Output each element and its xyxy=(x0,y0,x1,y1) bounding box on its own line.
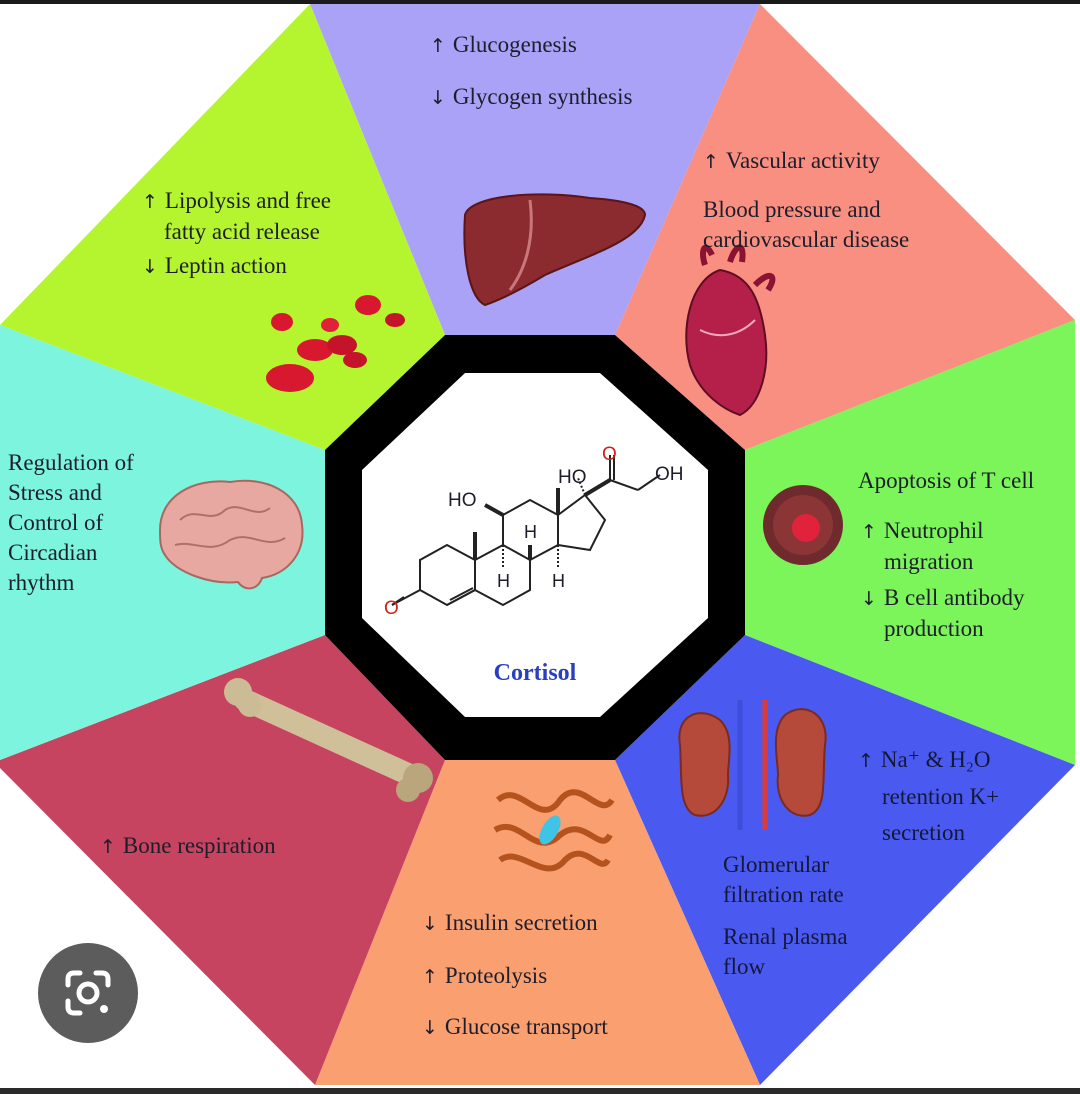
segment-right-text: Apoptosis of T cell Neutrophil migration… xyxy=(858,466,1034,644)
left-line-4: Circadian xyxy=(8,540,98,565)
segment-bottom-left-text: Bone respiration xyxy=(100,831,276,862)
protein-icon xyxy=(493,789,615,872)
left-line-1: Regulation of xyxy=(8,450,134,475)
google-lens-icon xyxy=(65,970,111,1016)
segment-bottom-right-text-b: Glomerular filtration rate Renal plasma … xyxy=(723,850,848,982)
left-line-3: Control of xyxy=(8,510,104,535)
cortisol-h1-label: H xyxy=(524,522,537,542)
bottom-right-line-6: Renal plasma xyxy=(723,924,848,949)
cortisol-h2-label: H xyxy=(497,571,510,591)
right-line-4: B cell antibody xyxy=(861,583,1034,614)
t-cell-icon xyxy=(763,485,843,565)
kidney-icon xyxy=(678,700,827,830)
google-lens-button[interactable] xyxy=(38,943,138,1043)
center-title: Cortisol xyxy=(493,660,577,686)
cortisol-structure xyxy=(391,455,661,607)
bottom-line-2: Proteolysis xyxy=(422,961,608,992)
top-right-line-1: Vascular activity xyxy=(703,146,909,177)
bottom-right-line-7: flow xyxy=(723,954,766,979)
segment-bottom-right-text-a: Na⁺ & H₂O retention K+ secretion xyxy=(858,745,999,848)
top-left-line-3: Leptin action xyxy=(142,251,331,282)
top-right-line-3: cardiovascular disease xyxy=(703,227,910,252)
center-octagon-fill xyxy=(362,373,708,717)
top-right-line-2: Blood pressure and xyxy=(703,197,881,222)
cortisol-h3-label: H xyxy=(552,571,565,591)
right-line-5: production xyxy=(884,616,984,641)
segment-bottom-text: Insulin secretion Proteolysis Glucose tr… xyxy=(422,908,608,1043)
segment-top-left-text: Lipolysis and free fatty acid release Le… xyxy=(142,186,331,282)
left-line-2: Stress and xyxy=(8,480,102,505)
heart-icon xyxy=(685,244,776,417)
right-line-1: Apoptosis of T cell xyxy=(858,468,1035,493)
left-line-5: rhythm xyxy=(8,570,75,595)
bottom-left-line-1: Bone respiration xyxy=(100,831,276,862)
top-left-line-1: Lipolysis and free xyxy=(142,186,331,217)
top-line-1: Glucogenesis xyxy=(430,30,632,61)
segment-top xyxy=(310,4,760,335)
bottom-right-line-3: secretion xyxy=(882,820,966,845)
segment-left-text: Regulation of Stress and Control of Circ… xyxy=(8,448,134,598)
bottom-line-1: Insulin secretion xyxy=(422,908,608,939)
red-blood-cells-icon xyxy=(266,295,405,392)
cortisol-ho2-label: HO xyxy=(558,467,587,488)
brain-icon xyxy=(158,479,304,590)
bone-icon xyxy=(224,678,433,802)
segment-top-right-text: Vascular activity Blood pressure and car… xyxy=(703,146,909,255)
top-border xyxy=(0,0,1080,4)
right-line-3: migration xyxy=(884,549,974,574)
bottom-border xyxy=(0,1088,1080,1094)
bottom-right-line-1: Na⁺ & H₂O xyxy=(858,745,999,776)
cortisol-o-left-label: O xyxy=(384,598,399,619)
cortisol-o-top-label: O xyxy=(602,444,617,465)
cortisol-oh-label: OH xyxy=(655,464,684,485)
top-left-line-2: fatty acid release xyxy=(164,219,320,244)
top-line-2: Glycogen synthesis xyxy=(430,82,633,113)
liver-icon xyxy=(463,193,647,307)
bottom-right-line-2: retention K+ xyxy=(882,784,1000,809)
bottom-line-3: Glucose transport xyxy=(422,1012,608,1043)
segment-top-text: Glucogenesis Glycogen synthesis xyxy=(430,30,633,113)
right-line-2: Neutrophil xyxy=(861,516,1034,547)
bottom-right-line-5: filtration rate xyxy=(723,882,844,907)
cortisol-ho-label: HO xyxy=(448,490,477,511)
bottom-right-line-4: Glomerular xyxy=(723,852,830,877)
